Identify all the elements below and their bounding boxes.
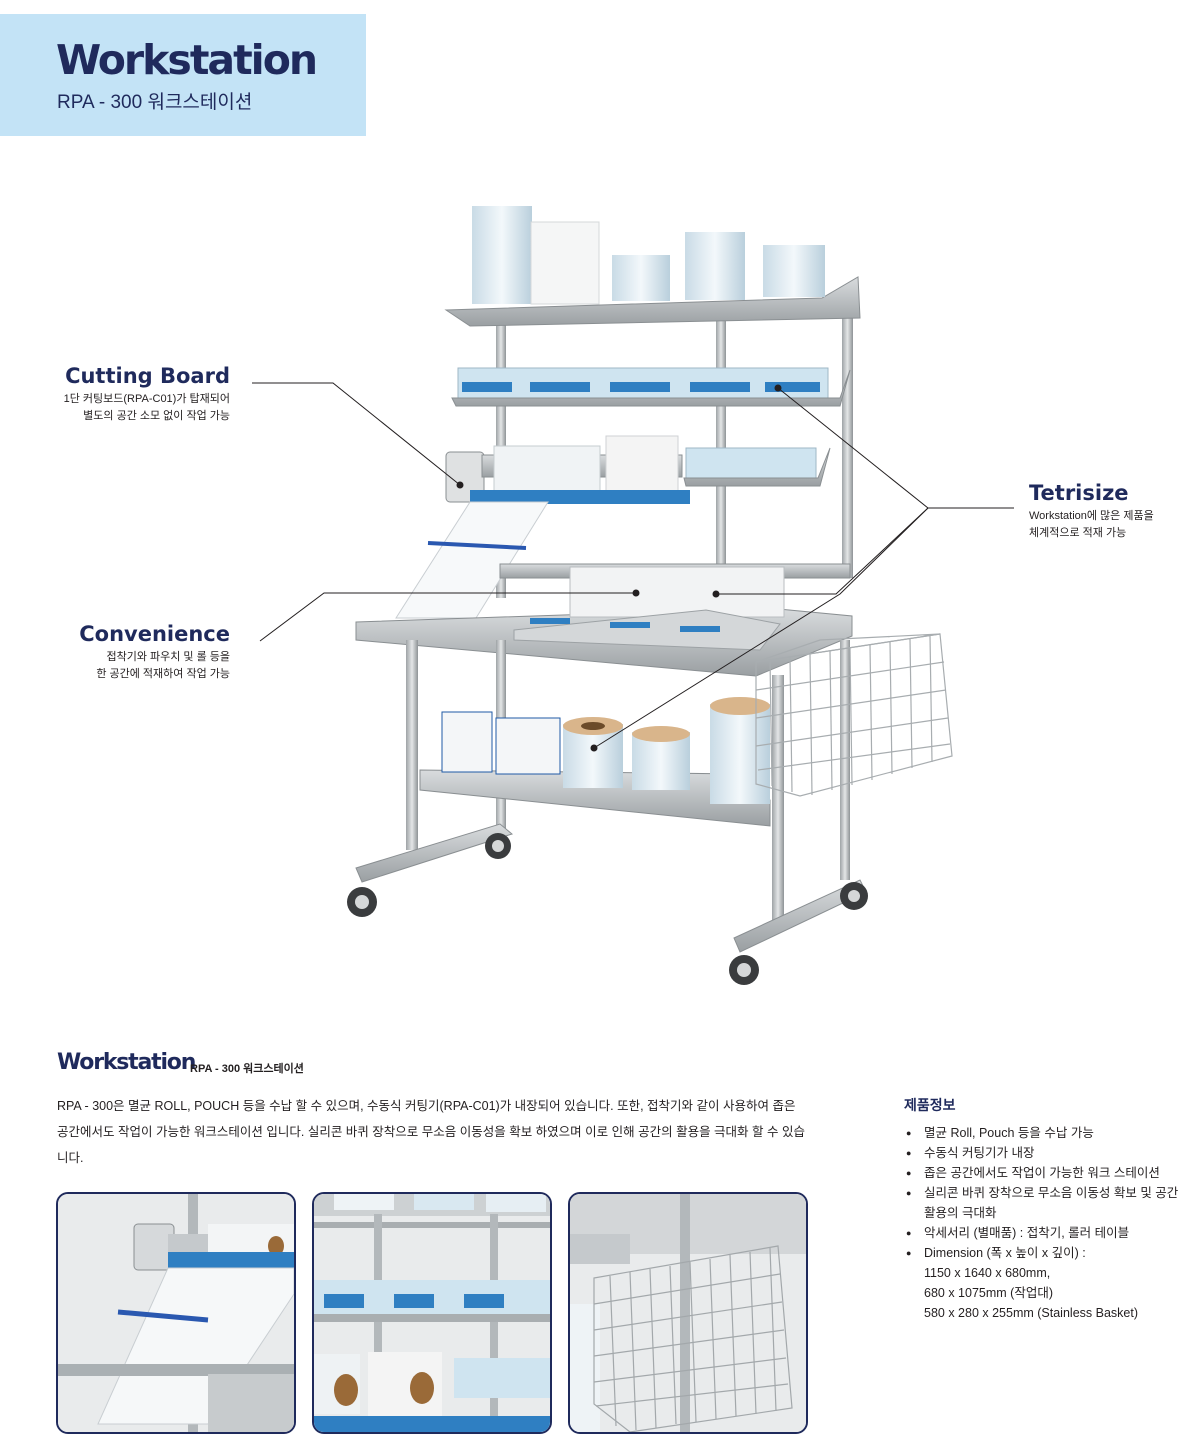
callout-tetrisize-text-2: 체계적으로 적재 가능 [1029,527,1127,539]
product-info-dimensions: Dimension (폭 x 높이 x 깊이) : 1150 x 1640 x … [904,1243,1184,1323]
section-description: RPA - 300은 멸균 ROLL, POUCH 등을 수납 할 수 있으며,… [57,1099,805,1165]
callout-convenience-text-2: 한 공간에 적재하여 작업 가능 [96,668,230,680]
product-info-title: 제품정보 [904,1097,956,1113]
product-info-item: 수동식 커팅기가 내장 [904,1143,1184,1163]
dimension-value: 680 x 1075mm (작업대) [924,1286,1053,1300]
product-info-item: 멸균 Roll, Pouch 등을 수납 가능 [904,1123,1184,1143]
callout-tetrisize-text-1: Workstation에 많은 제품을 [1029,510,1154,522]
product-info-list: 멸균 Roll, Pouch 등을 수납 가능 수동식 커팅기가 내장 좁은 공… [904,1123,1184,1323]
callout-cutting-board: Cutting Board 1단 커팅보드(RPA-C01)가 탑재되어 별도의… [30,364,230,425]
detail-photo-cutting-board [56,1192,296,1434]
detail-photo-shelves [312,1192,552,1434]
dimension-value: 1150 x 1640 x 680mm, [924,1266,1051,1280]
page-subtitle: RPA - 300 워크스테이션 [57,92,253,113]
callout-convenience-text-1: 접착기와 파우치 및 롤 등을 [106,651,230,663]
callout-cutting-board-text-1: 1단 커팅보드(RPA-C01)가 탑재되어 [63,393,230,405]
section-subtitle: RPA - 300 워크스테이션 [190,1063,304,1075]
product-info-item: 실리콘 바퀴 장착으로 무소음 이동성 확보 및 공간 활용의 극대화 [904,1183,1184,1223]
callout-convenience: Convenience 접착기와 파우치 및 롤 등을 한 공간에 적재하여 작… [30,622,230,683]
dimension-value: 580 x 280 x 255mm (Stainless Basket) [924,1306,1138,1320]
product-info-item: 악세서리 (별매품) : 접착기, 롤러 테이블 [904,1223,1184,1243]
page-title: Workstation [56,36,318,84]
product-info: 제품정보 멸균 Roll, Pouch 등을 수납 가능 수동식 커팅기가 내장… [904,1095,1184,1323]
callout-cutting-board-title: Cutting Board [65,364,230,388]
product-info-item: 좁은 공간에서도 작업이 가능한 워크 스테이션 [904,1163,1184,1183]
header-banner [0,14,366,136]
dimension-label: Dimension (폭 x 높이 x 깊이) : [924,1246,1086,1260]
callout-tetrisize-title: Tetrisize [1029,481,1129,505]
callout-cutting-board-text-2: 별도의 공간 소모 없이 작업 가능 [83,410,230,422]
detail-photo-basket [568,1192,808,1434]
callout-tetrisize: Tetrisize Workstation에 많은 제품을 체계적으로 적재 가… [1029,481,1199,542]
workstation-product-image [252,206,1014,985]
callout-convenience-title: Convenience [79,622,230,646]
section-title: Workstation [57,1050,196,1075]
